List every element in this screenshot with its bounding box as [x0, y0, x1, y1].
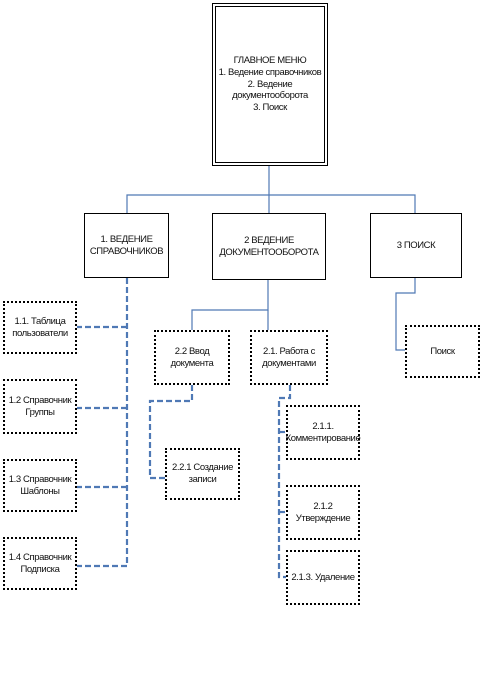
approval-label: 2.1.2 Утверждение — [295, 500, 351, 524]
document-flow-box: 2 ВЕДЕНИЕ ДОКУМЕНТООБОРОТА — [212, 213, 326, 280]
groups-ref-box: 1.2 Справочник Группы — [3, 379, 77, 434]
main-menu-label: ГЛАВНОЕ МЕНЮ 1. Ведение справочников 2. … — [218, 54, 322, 114]
connector-input-to-create — [148, 385, 194, 480]
connector-main-to-search — [269, 194, 416, 213]
templates-ref-box: 1.3 Справочник Шаблоны — [3, 459, 77, 512]
search-label: 3 ПОИСК — [396, 239, 436, 251]
search-sub-box: Поиск — [405, 325, 480, 378]
search-sub-label: Поиск — [430, 345, 455, 357]
commenting-box: 2.1.1. Комментирование — [285, 405, 361, 460]
connector-doc-to-sub — [191, 280, 269, 330]
groups-ref-label: 1.2 Справочник Группы — [8, 394, 72, 418]
users-table-box: 1.1. Таблица пользователи — [3, 301, 77, 354]
search-box: 3 ПОИСК — [370, 213, 462, 278]
deletion-box: 2.1.3. Удаление — [286, 550, 360, 605]
connector-search-to-sub — [395, 278, 416, 351]
approval-box: 2.1.2 Утверждение — [286, 485, 360, 540]
commenting-label: 2.1.1. Комментирование — [285, 420, 361, 444]
main-menu-box: ГЛАВНОЕ МЕНЮ 1. Ведение справочников 2. … — [212, 3, 328, 166]
users-table-label: 1.1. Таблица пользователи — [12, 315, 68, 339]
subscription-ref-box: 1.4 Справочник Подписка — [3, 537, 77, 590]
document-work-box: 2.1. Работа с документами — [250, 330, 328, 385]
subscription-ref-label: 1.4 Справочник Подписка — [8, 551, 72, 575]
references-label: 1. ВЕДЕНИЕ СПРАВОЧНИКОВ — [89, 233, 164, 257]
deletion-label: 2.1.3. Удаление — [291, 571, 355, 583]
connector-work-trunk — [277, 385, 292, 579]
document-input-box: 2.2 Ввод документа — [154, 330, 230, 385]
templates-ref-label: 1.3 Справочник Шаблоны — [8, 473, 72, 497]
create-record-label: 2.2.1 Создание записи — [171, 462, 234, 485]
connector-main-to-level1 — [126, 166, 270, 213]
document-work-label: 2.1. Работа с документами — [262, 345, 316, 369]
document-flow-label: 2 ВЕДЕНИЕ ДОКУМЕНТООБОРОТА — [219, 234, 319, 258]
document-input-label: 2.2 Ввод документа — [170, 345, 214, 369]
create-record-box: 2.2.1 Создание записи — [165, 448, 240, 500]
references-box: 1. ВЕДЕНИЕ СПРАВОЧНИКОВ — [84, 213, 169, 278]
